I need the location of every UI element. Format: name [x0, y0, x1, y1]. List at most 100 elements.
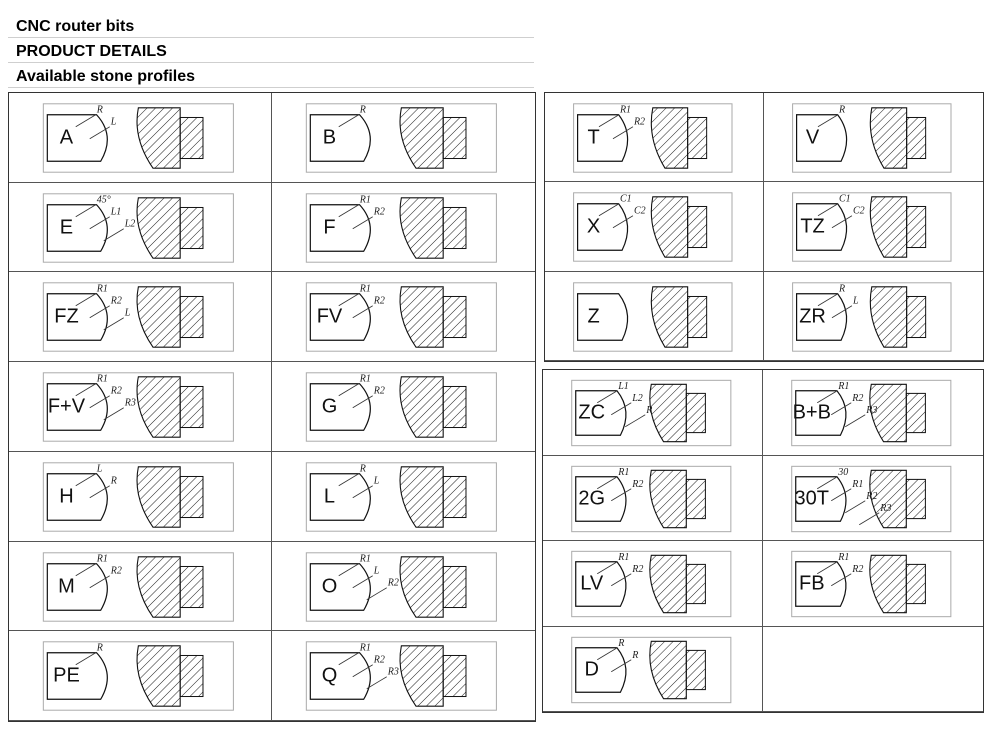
stone-profile-shape [46, 652, 108, 701]
dimension-label: R [359, 464, 366, 475]
stone-profile-shape [795, 561, 847, 607]
dimension-label: L [110, 117, 117, 128]
profile-code-label: Z [587, 305, 599, 327]
cutter-profile-shape [650, 196, 689, 259]
stone-profile-shape [575, 561, 627, 607]
cutter-shank [905, 563, 926, 605]
stone-profile-shape [46, 114, 108, 162]
cutter-shank [442, 296, 467, 339]
dimension-label: R1 [837, 552, 849, 563]
cutter-profile-shape [869, 383, 907, 443]
dimension-label: R1 [851, 478, 863, 489]
cutter-profile-shape [649, 383, 687, 443]
dimension-label: R3 [879, 502, 891, 513]
dimension-label: C2 [853, 206, 865, 217]
dimension-label: R2 [851, 564, 863, 575]
dimension-label: R [110, 476, 117, 487]
cutter-shank [685, 649, 706, 690]
stone-profile-shape [577, 203, 629, 252]
cutter-profile-shape [399, 196, 444, 259]
stone-profile-shape [575, 646, 627, 693]
cutter-profile-shape [136, 196, 181, 259]
cutter-shank [442, 655, 467, 698]
cutter-shank [442, 116, 467, 160]
stone-profile-shape [309, 472, 371, 521]
cutter-profile-shape [399, 466, 444, 528]
cutter-profile-shape [136, 466, 181, 528]
stone-profile-shape [309, 203, 371, 252]
dimension-label: R3 [387, 667, 399, 678]
cutter-shank [179, 206, 204, 249]
cutter-profile-shape [136, 645, 181, 708]
cutter-shank [685, 392, 706, 434]
dimension-label: 45° [97, 194, 111, 205]
profile-code-label: LV [580, 572, 604, 594]
cutter-shank [906, 116, 927, 160]
profile-code-label: ZC [578, 401, 605, 423]
profile-code-label: FV [317, 306, 343, 328]
title-cnc-router-bits: CNC router bits [8, 16, 534, 38]
cutter-shank [906, 295, 927, 338]
cutter-profile-shape [136, 376, 181, 438]
profile-cell: Z [545, 271, 764, 361]
dimension-label: R [645, 405, 652, 416]
stone-profile-shape [577, 114, 629, 162]
cutter-shank [905, 478, 926, 519]
dimension-label: R2 [373, 386, 385, 397]
dimension-label: L [96, 464, 103, 475]
cutter-shank [179, 475, 204, 518]
profile-code-label: PE [53, 665, 80, 687]
dimension-label: R2 [631, 478, 643, 489]
stone-profile-shape [46, 562, 108, 611]
cutter-profile-shape [650, 107, 689, 169]
profile-code-label: G [322, 396, 338, 418]
title-available-stone-profiles: Available stone profiles [8, 66, 534, 88]
dimension-label: R2 [373, 296, 385, 307]
dimension-label: C2 [634, 206, 646, 217]
dimension-label: R1 [96, 284, 108, 295]
profile-code-label: 2G [578, 487, 605, 509]
dimension-label: R1 [359, 194, 371, 205]
profile-code-label: X [587, 216, 600, 238]
profile-code-label: D [585, 658, 599, 680]
dimension-label: 30 [837, 466, 848, 477]
stone-profile-shape [795, 390, 847, 436]
dimension-label: R1 [359, 643, 371, 654]
profile-code-label: T [587, 127, 599, 149]
cutter-profile-shape [136, 107, 181, 169]
cutter-shank [442, 565, 467, 608]
dimension-label: R1 [359, 374, 371, 385]
cutter-profile-shape [649, 640, 687, 699]
dimension-label: L [373, 476, 380, 487]
profile-drawing: DRR [571, 636, 732, 703]
cutter-profile-shape [136, 555, 181, 618]
profile-code-label: L [324, 485, 335, 507]
dimension-label: L [124, 308, 131, 319]
profile-code-label: 30T [795, 487, 829, 509]
dimension-label: R [359, 105, 366, 116]
cutter-profile-shape [399, 286, 444, 349]
stone-profile-shape [309, 114, 371, 162]
stone-profile-shape [309, 293, 371, 342]
cutter-shank [179, 296, 204, 339]
dimension-label: C1 [839, 194, 851, 205]
